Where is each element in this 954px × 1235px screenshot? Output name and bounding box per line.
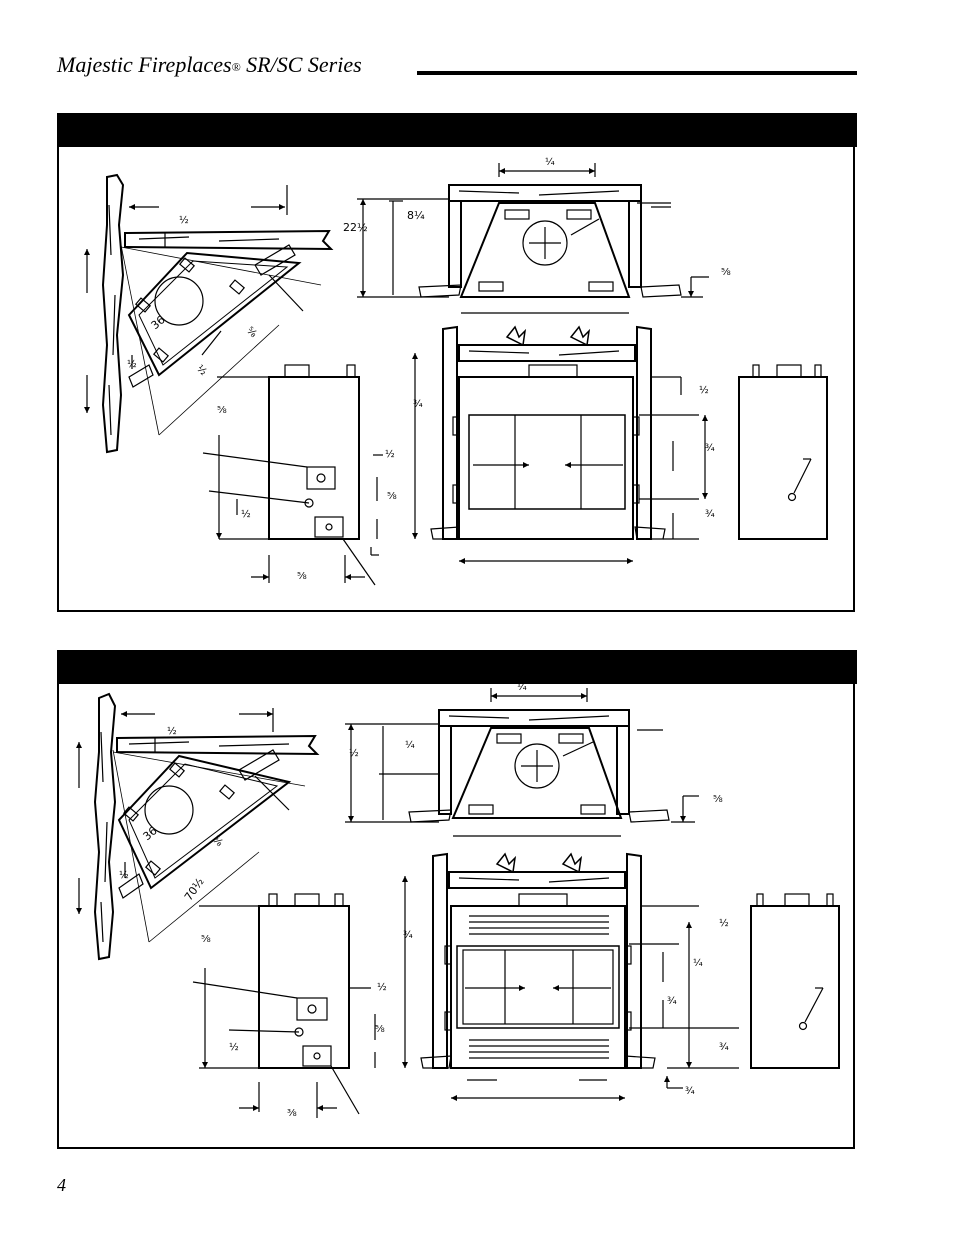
registered-mark: ® <box>231 60 241 74</box>
page-header: Majestic Fireplaces® SR/SC Series <box>57 50 857 80</box>
dim-label: ¾ <box>667 996 677 1007</box>
dim-label: ½ <box>349 747 359 759</box>
top-view <box>345 688 699 837</box>
dim-label: ¼ <box>545 156 555 168</box>
dim-label-8-quarter: 8¼ <box>407 209 425 222</box>
diagram-panel-1: ½ 36 ⅝ ½ ½ ¼ 22½ 8¼ ⅝ ⅝ ½ ⅝ ½ ⅝ ¾ ½ ¾ ¾ <box>57 113 857 612</box>
dim-label: ⅝ <box>387 491 397 502</box>
corner-view <box>86 173 334 454</box>
dim-label: ¼ <box>517 681 527 693</box>
dim-label: ⅝ <box>713 794 723 805</box>
dim-label-70-half: 70½ <box>182 876 207 904</box>
dim-label: ½ <box>179 214 189 226</box>
dim-label: ½ <box>119 869 129 881</box>
dim-label: ⅝ <box>217 405 227 416</box>
dim-label: ⅝ <box>210 834 225 849</box>
panel-2-drawing: ½ 36 ⅝ ½ 70½ ¼ ½ ¼ ⅝ ⅝ ½ ⅝ ½ ⅜ ¾ ½ ¼ ¾ ¾… <box>76 681 840 1119</box>
front-view <box>414 325 706 562</box>
top-view <box>357 163 709 314</box>
side-view-right <box>738 364 828 540</box>
dim-label-36: 36 <box>141 824 160 843</box>
brand-name: Majestic Fireplaces <box>57 52 232 77</box>
dim-label: ½ <box>699 384 709 396</box>
dim-label: ¾ <box>413 399 423 410</box>
dim-label: ¾ <box>403 930 413 941</box>
side-view-right <box>750 893 840 1069</box>
diagram-panel-2: ½ 36 ⅝ ½ 70½ ¼ ½ ¼ ⅝ ⅝ ½ ⅝ ½ ⅜ ¾ ½ ¼ ¾ ¾… <box>57 650 857 1149</box>
dim-label: ⅝ <box>297 571 307 582</box>
dim-label: ½ <box>377 981 387 993</box>
dim-label: ⅝ <box>721 267 731 278</box>
dim-label: ¼ <box>693 957 703 969</box>
front-view <box>404 852 739 1099</box>
side-view-left <box>192 893 376 1118</box>
series-name: SR/SC Series <box>240 52 362 77</box>
dim-label-22-half: 22½ <box>343 221 368 234</box>
dim-label: ½ <box>194 363 210 379</box>
dim-label: ¾ <box>705 443 715 454</box>
dim-label: ¼ <box>405 739 415 751</box>
corner-view <box>78 692 320 961</box>
dim-label: ½ <box>127 358 137 370</box>
dim-label-36: 36 <box>149 313 168 332</box>
dim-label: ¾ <box>685 1086 695 1097</box>
dim-label: ⅝ <box>244 325 259 340</box>
page-number: 4 <box>57 1175 66 1195</box>
panel-1-drawing: ½ 36 ⅝ ½ ½ ¼ 22½ 8¼ ⅝ ⅝ ½ ⅝ ½ ⅝ ¾ ½ ¾ ¾ <box>84 156 828 586</box>
dim-label: ⅜ <box>287 1108 297 1119</box>
dim-label: ¾ <box>719 1042 729 1053</box>
dim-label: ⅝ <box>375 1024 385 1035</box>
side-view-left <box>202 364 383 586</box>
panel-2-title-bar <box>57 650 857 684</box>
panel-1-title-bar <box>57 113 857 147</box>
dim-label: ½ <box>241 508 251 520</box>
dim-label: ¾ <box>705 509 715 520</box>
dim-label: ½ <box>719 917 729 929</box>
dim-label: ½ <box>229 1041 239 1053</box>
dim-label: ½ <box>385 448 395 460</box>
dim-label: ½ <box>167 725 177 737</box>
document-title: Majestic Fireplaces® SR/SC Series <box>57 50 362 82</box>
dim-label: ⅝ <box>201 934 211 945</box>
header-rule <box>417 71 857 75</box>
